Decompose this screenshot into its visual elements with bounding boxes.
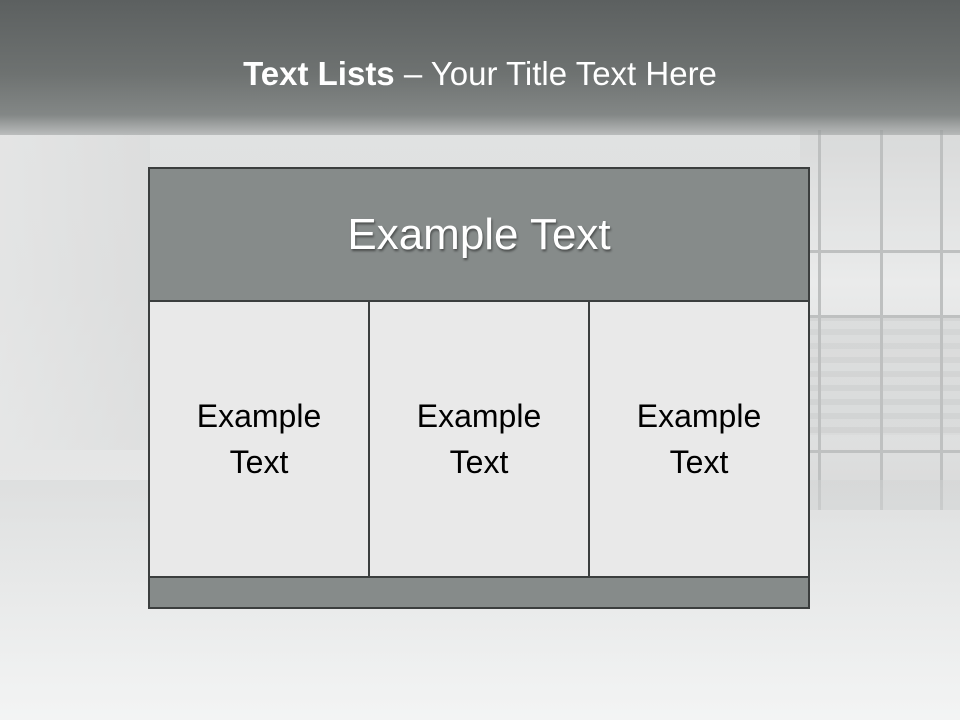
table-cell-1-text: Example Text bbox=[196, 398, 322, 480]
table-footer-bar bbox=[150, 576, 808, 607]
background-window-image bbox=[800, 130, 960, 510]
table-cell-1: Example Text bbox=[150, 302, 370, 576]
window-mullion bbox=[940, 130, 943, 510]
window-mullion bbox=[880, 130, 883, 510]
background-city-view bbox=[810, 315, 960, 435]
window-transom bbox=[800, 450, 960, 453]
table-cell-3: Example Text bbox=[590, 302, 808, 576]
table-header-cell: Example Text bbox=[150, 169, 808, 302]
slide-title-rest: – Your Title Text Here bbox=[403, 55, 717, 92]
window-transom bbox=[800, 315, 960, 318]
window-transom bbox=[800, 250, 960, 253]
table-header-text: Example Text bbox=[347, 209, 611, 259]
window-mullion bbox=[818, 130, 821, 510]
text-list-table: Example Text Example Text Example Text E… bbox=[148, 167, 810, 609]
table-cell-2-text: Example Text bbox=[416, 398, 542, 480]
title-band bbox=[0, 0, 960, 135]
slide-title: Text Lists – Your Title Text Here bbox=[0, 54, 960, 94]
background-wall bbox=[0, 130, 150, 450]
slide-title-bold: Text Lists bbox=[243, 55, 395, 92]
table-cell-3-text: Example Text bbox=[636, 398, 762, 480]
table-cell-2: Example Text bbox=[370, 302, 590, 576]
